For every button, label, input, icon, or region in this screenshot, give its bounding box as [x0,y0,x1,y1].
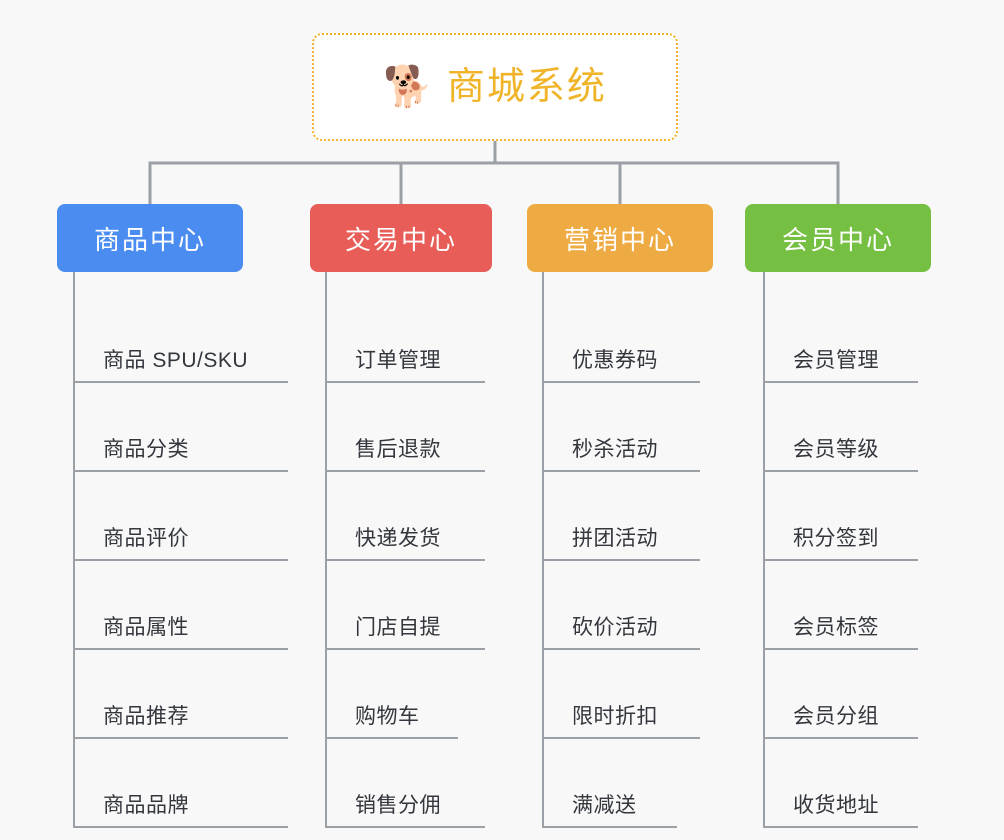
leaf-item-label: 商品 SPU/SKU [103,349,249,372]
leaf-item[interactable]: 售后退款 [325,383,492,472]
leaf-item-label: 售后退款 [355,438,441,461]
leaf-item[interactable]: 拼团活动 [542,472,713,561]
branch-column-member-center: 会员中心会员管理会员等级积分签到会员标签会员分组收货地址 [745,204,931,828]
leaf-item[interactable]: 商品 SPU/SKU [73,294,288,383]
leaf-item-label: 商品属性 [103,616,189,639]
leaf-item[interactable]: 会员管理 [763,294,931,383]
leaf-item[interactable]: 快递发货 [325,472,492,561]
leaf-item-label: 收货地址 [793,794,879,817]
leaf-list-trade-center: 订单管理售后退款快递发货门店自提购物车销售分佣 [325,272,492,828]
leaf-item-label: 商品品牌 [103,794,189,817]
leaf-item-label: 销售分佣 [355,794,441,817]
leaf-item-label: 商品评价 [103,527,189,550]
leaf-item-label: 商品推荐 [103,705,189,728]
leaf-item[interactable]: 订单管理 [325,294,492,383]
branch-column-product-center: 商品中心商品 SPU/SKU 商品分类商品评价商品属性商品推荐商品品牌 [57,204,288,828]
leaf-list-member-center: 会员管理会员等级积分签到会员标签会员分组收货地址 [763,272,931,828]
leaf-item-label: 秒杀活动 [572,438,658,461]
leaf-item[interactable]: 优惠券码 [542,294,713,383]
category-header-product-center[interactable]: 商品中心 [57,204,243,272]
leaf-item-label: 会员管理 [793,349,879,372]
category-header-member-center[interactable]: 会员中心 [745,204,931,272]
branch-column-trade-center: 交易中心订单管理售后退款快递发货门店自提购物车销售分佣 [310,204,492,828]
shiba-dog-face-icon: 🐕 [383,65,433,109]
leaf-item[interactable]: 会员等级 [763,383,931,472]
leaf-item[interactable]: 商品评价 [73,472,288,561]
leaf-item-label: 限时折扣 [572,705,658,728]
leaf-item-label: 购物车 [355,705,420,728]
leaf-item[interactable]: 砍价活动 [542,561,713,650]
leaf-item-label: 会员标签 [793,616,879,639]
leaf-item-label: 商品分类 [103,438,189,461]
leaf-item-label: 砍价活动 [572,616,658,639]
leaf-list-product-center: 商品 SPU/SKU 商品分类商品评价商品属性商品推荐商品品牌 [73,272,288,828]
leaf-item-label: 会员等级 [793,438,879,461]
leaf-item-label: 门店自提 [355,616,441,639]
leaf-item[interactable]: 销售分佣 [325,739,492,828]
leaf-list-marketing-center: 优惠券码秒杀活动拼团活动砍价活动限时折扣满减送 [542,272,713,828]
leaf-item[interactable]: 商品属性 [73,561,288,650]
category-header-marketing-center[interactable]: 营销中心 [527,204,713,272]
root-title: 商城系统 [446,66,607,108]
leaf-item[interactable]: 限时折扣 [542,650,713,739]
leaf-item[interactable]: 满减送 [542,739,713,828]
leaf-item[interactable]: 商品推荐 [73,650,288,739]
category-header-trade-center[interactable]: 交易中心 [310,204,492,272]
leaf-item[interactable]: 收货地址 [763,739,931,828]
category-header-label: 交易中心 [344,224,457,255]
leaf-item-label: 拼团活动 [572,527,658,550]
category-header-label: 会员中心 [781,224,894,255]
leaf-item[interactable]: 会员标签 [763,561,931,650]
leaf-item[interactable]: 购物车 [325,650,492,739]
leaf-item[interactable]: 商品品牌 [73,739,288,828]
branch-column-marketing-center: 营销中心优惠券码秒杀活动拼团活动砍价活动限时折扣满减送 [527,204,713,828]
leaf-item-label: 积分签到 [793,527,879,550]
leaf-item-label: 会员分组 [793,705,879,728]
category-header-label: 营销中心 [563,224,676,255]
leaf-item[interactable]: 秒杀活动 [542,383,713,472]
leaf-item[interactable]: 门店自提 [325,561,492,650]
leaf-item[interactable]: 积分签到 [763,472,931,561]
leaf-item-label: 订单管理 [355,349,441,372]
leaf-item[interactable]: 会员分组 [763,650,931,739]
leaf-item-label: 满减送 [572,794,637,817]
root-node[interactable]: 🐕 商城系统 [312,33,678,141]
category-header-label: 商品中心 [93,224,206,255]
leaf-item-label: 优惠券码 [572,349,658,372]
leaf-item-label: 快递发货 [355,527,441,550]
leaf-item[interactable]: 商品分类 [73,383,288,472]
